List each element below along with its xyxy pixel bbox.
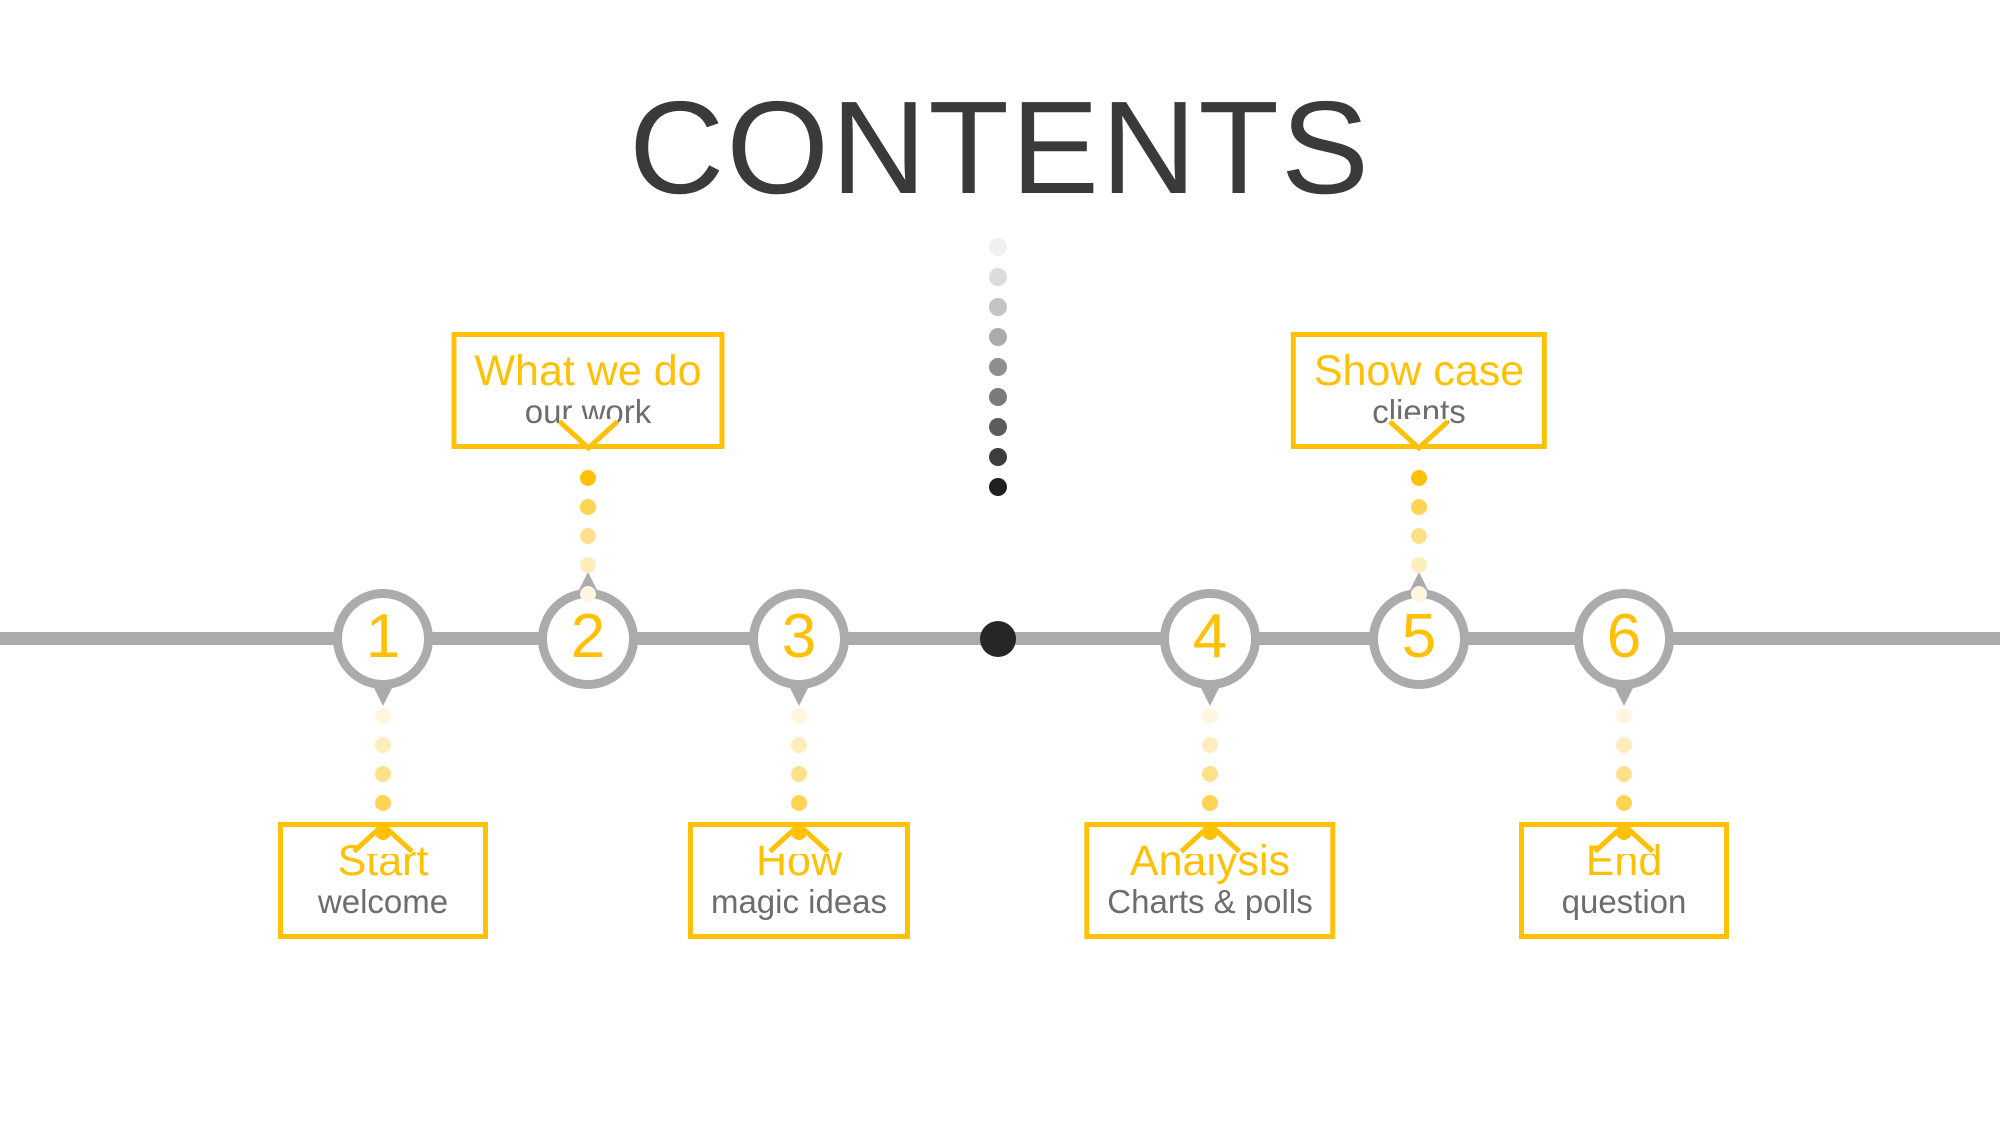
amber-dot-trail-step-2 (580, 470, 596, 602)
milestone-pointer-down-icon (786, 680, 812, 706)
amber-trail-dot-2 (580, 499, 596, 515)
gray-trail-dot-1 (989, 238, 1007, 256)
amber-trail-dot-3 (791, 766, 807, 782)
amber-trail-dot-4 (791, 795, 807, 811)
gray-gradient-dot-trail (989, 238, 1007, 496)
amber-trail-dot-3 (580, 528, 596, 544)
amber-trail-dot-4 (1616, 795, 1632, 811)
milestone-circle-5[interactable]: 5 (1369, 572, 1469, 689)
callout-notch-bottom-icon (1388, 419, 1450, 452)
callout-title-step-5: Show case (1313, 347, 1525, 395)
amber-trail-dot-5 (1202, 824, 1218, 840)
gray-trail-dot-3 (989, 298, 1007, 316)
callout-subtitle-step-6: question (1561, 883, 1687, 920)
milestone-number-3: 3 (781, 602, 817, 671)
amber-trail-dot-1 (791, 708, 807, 724)
milestone-circle-1[interactable]: 1 (333, 589, 433, 706)
gray-trail-dot-4 (989, 328, 1007, 346)
gray-trail-dot-6 (989, 388, 1007, 406)
callout-subtitle-step-1: welcome (317, 883, 449, 920)
amber-dot-trail-step-5 (1411, 470, 1427, 602)
amber-trail-dot-5 (580, 586, 596, 602)
callout-title-step-2: What we do (474, 347, 702, 395)
milestone-number-2: 2 (570, 602, 606, 671)
gray-trail-dot-5 (989, 358, 1007, 376)
callout-notch-bottom-icon (557, 419, 619, 452)
milestone-pointer-down-icon (370, 680, 396, 706)
center-marker (980, 621, 1016, 657)
amber-trail-dot-4 (1411, 557, 1427, 573)
amber-trail-dot-1 (1411, 470, 1427, 486)
amber-trail-dot-2 (1616, 737, 1632, 753)
amber-trail-dot-3 (375, 766, 391, 782)
amber-trail-dot-5 (791, 824, 807, 840)
amber-dot-trail-step-6 (1616, 708, 1632, 840)
milestone-circle-3[interactable]: 3 (749, 589, 849, 706)
page-title: CONTENTS (629, 74, 1371, 221)
gray-trail-dot-7 (989, 418, 1007, 436)
amber-trail-dot-2 (375, 737, 391, 753)
milestone-number-5: 5 (1401, 602, 1437, 671)
gray-trail-dot-8 (989, 448, 1007, 466)
callout-subtitle-step-3: magic ideas (710, 883, 888, 920)
milestone-circle-6[interactable]: 6 (1574, 589, 1674, 706)
amber-dot-trail-step-4 (1202, 708, 1218, 840)
amber-trail-dot-1 (1202, 708, 1218, 724)
amber-trail-dot-4 (375, 795, 391, 811)
milestone-circle-2[interactable]: 2 (538, 572, 638, 689)
amber-dot-trail-step-1 (375, 708, 391, 840)
amber-trail-dot-4 (1202, 795, 1218, 811)
amber-trail-dot-2 (791, 737, 807, 753)
amber-trail-dot-4 (580, 557, 596, 573)
amber-trail-dot-1 (1616, 708, 1632, 724)
amber-trail-dot-3 (1202, 766, 1218, 782)
amber-trail-dot-1 (580, 470, 596, 486)
amber-trail-dot-1 (375, 708, 391, 724)
amber-trail-dot-5 (1616, 824, 1632, 840)
gray-trail-dot-2 (989, 268, 1007, 286)
milestone-number-6: 6 (1606, 602, 1642, 671)
milestone-circle-4[interactable]: 4 (1160, 589, 1260, 706)
amber-trail-dot-3 (1411, 528, 1427, 544)
milestone-pointer-down-icon (1611, 680, 1637, 706)
milestone-number-1: 1 (365, 602, 401, 671)
amber-trail-dot-3 (1616, 766, 1632, 782)
milestone-pointer-down-icon (1197, 680, 1223, 706)
amber-dot-trail-step-3 (791, 708, 807, 840)
amber-trail-dot-2 (1411, 499, 1427, 515)
amber-trail-dot-2 (1202, 737, 1218, 753)
amber-trail-dot-5 (375, 824, 391, 840)
milestone-number-4: 4 (1192, 602, 1228, 671)
callout-subtitle-step-4: Charts & polls (1107, 883, 1313, 920)
amber-trail-dot-5 (1411, 586, 1427, 602)
gray-trail-dot-9 (989, 478, 1007, 496)
